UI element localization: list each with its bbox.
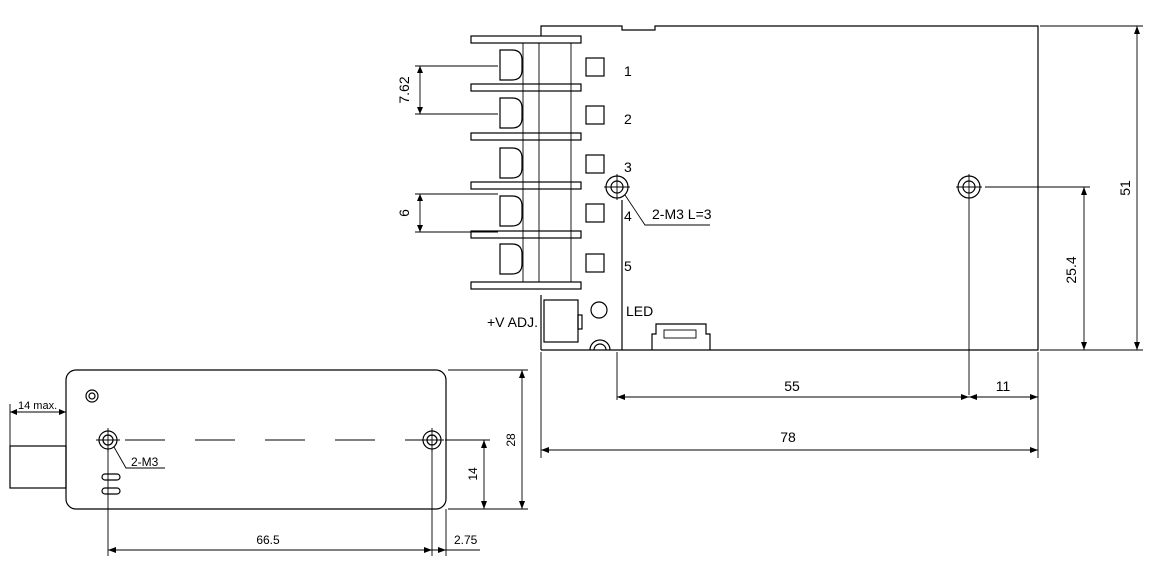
- side-span-value: 66.5: [256, 533, 280, 547]
- terminal-plate: [470, 281, 582, 290]
- width-dimension: 78: [541, 429, 1038, 453]
- mount-top-label: 2-M3 L=3: [652, 206, 712, 222]
- terminal-screw: [499, 195, 523, 227]
- top-body-outline: [540, 25, 1039, 351]
- max-depth-dimension: 14 max.: [9, 400, 67, 446]
- terminal-plate: [470, 83, 582, 92]
- terminal-number: 3: [624, 159, 632, 175]
- connector-inner: [663, 329, 697, 339]
- ground-screw-inner: [88, 392, 96, 400]
- terminal-screw: [499, 97, 523, 129]
- terminal-pin: [585, 253, 605, 273]
- terminal-plate: [470, 181, 582, 190]
- side-height-value: 28: [504, 433, 518, 447]
- mount-leader: [624, 194, 710, 226]
- pitch-value: 7.62: [396, 76, 412, 103]
- terminal-screw: [499, 147, 523, 179]
- vent-slot: [101, 473, 121, 481]
- pitch-dimension: 7.62: [396, 65, 498, 115]
- side-edge-value: 2.75: [454, 533, 478, 547]
- terminal-plate: [470, 35, 582, 44]
- hole-height-value: 25.4: [1063, 256, 1079, 283]
- ground-screw-icon: [85, 389, 99, 403]
- terminal-number: 4: [624, 208, 632, 224]
- mount-side-label: 2-M3: [131, 455, 159, 469]
- gap-value: 6: [396, 209, 412, 217]
- vent-slot: [101, 487, 121, 495]
- terminal-pin: [585, 154, 605, 174]
- terminal-screw: [499, 243, 523, 275]
- side-terminal-block: [9, 445, 67, 489]
- gap-dimension: 6: [396, 193, 498, 233]
- hole-edge-value: 11: [996, 378, 1011, 394]
- hole-edge-dimension: 11: [969, 378, 1038, 400]
- terminal-number: 5: [624, 258, 632, 274]
- hole-span-value: 55: [784, 378, 800, 394]
- height-dimension: 51: [1040, 25, 1143, 351]
- side-hole-height-value: 14: [466, 467, 480, 481]
- side-mount-leader: [113, 446, 165, 469]
- terminal-pin: [585, 57, 605, 77]
- max-depth-value: 14 max.: [18, 400, 57, 412]
- terminal-pin: [585, 203, 605, 223]
- terminal-number: 2: [624, 111, 632, 127]
- side-hole-height-dimension: 14: [445, 439, 490, 510]
- connector: [651, 323, 711, 350]
- led-indicator: [590, 301, 608, 319]
- terminal-plate: [470, 132, 582, 141]
- vadj-potentiometer: [543, 299, 579, 343]
- vadj-label: +V ADJ.: [487, 314, 538, 330]
- ground-tab-icon: [589, 339, 611, 351]
- side-span-dimension: 66.5: [108, 533, 432, 553]
- vadj-knob: [577, 314, 583, 330]
- hole-height-dimension: 25.4: [985, 186, 1090, 351]
- terminal-screw: [499, 49, 523, 81]
- terminal-block: [470, 35, 582, 290]
- hole-span-dimension: 55: [617, 378, 969, 400]
- terminal-plate: [470, 230, 582, 239]
- terminal-pin: [585, 105, 605, 125]
- side-view: 2-M3 14 max. 28 14: [9, 369, 528, 556]
- side-edge-dimension: 2.75: [432, 533, 480, 553]
- side-body-outline: [65, 369, 447, 510]
- terminal-number: 1: [624, 63, 632, 79]
- led-label: LED: [626, 303, 653, 319]
- side-height-dimension: 28: [448, 369, 528, 510]
- top-view: 1 2 3 4 5 +V ADJ. LED 2-M3 L=3: [396, 25, 1143, 458]
- width-value: 78: [780, 429, 796, 445]
- height-value: 51: [1117, 180, 1133, 196]
